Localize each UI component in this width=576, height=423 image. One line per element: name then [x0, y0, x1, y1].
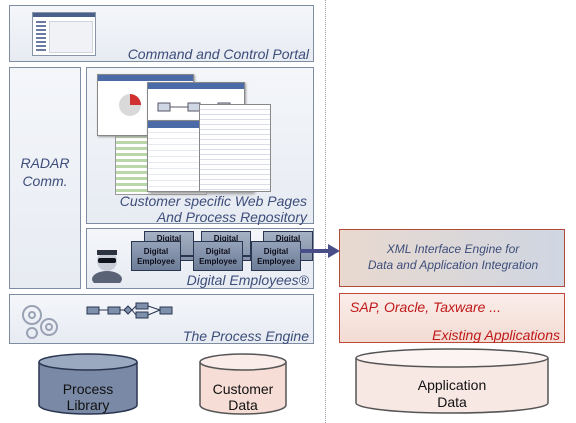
- radar-label-line1: RADAR: [20, 155, 70, 171]
- application-data-db: [355, 348, 549, 414]
- agent-avatar-icon: [92, 250, 122, 283]
- web-pages-panel: Customer specific Web Pages And Process …: [86, 67, 314, 225]
- integration-arrow: [300, 244, 340, 258]
- process-library-db: [38, 353, 138, 415]
- existing-apps-panel: SAP, Oracle, Taxware ... Existing Applic…: [339, 293, 565, 343]
- gears-icon: [22, 305, 58, 339]
- command-control-panel: Command and Control Portal: [9, 5, 314, 62]
- process-engine-panel: The Process Engine: [9, 294, 314, 344]
- digital-employees-label: Digital Employees®: [186, 272, 309, 288]
- process-engine-label: The Process Engine: [182, 328, 309, 344]
- portal-thumbnail: [32, 12, 96, 56]
- process-flow-icon: [86, 302, 173, 319]
- employee-connectors: [181, 255, 251, 257]
- command-control-label: Command and Control Portal: [127, 46, 309, 62]
- webpage-screenshot-table: [199, 104, 271, 192]
- radar-panel: RADAR Comm.: [9, 67, 81, 289]
- radar-label-line2: Comm.: [22, 173, 68, 189]
- xml-engine-label-line1: XML Interface Engine for: [386, 242, 520, 256]
- existing-apps-list: SAP, Oracle, Taxware ...: [350, 299, 501, 315]
- column-divider: [325, 0, 326, 423]
- web-pages-label-line1: Customer specific Web Pages: [119, 193, 307, 209]
- customer-data-db: [199, 353, 287, 415]
- existing-apps-label: Existing Applications: [432, 327, 560, 343]
- xml-engine-panel: XML Interface Engine for Data and Applic…: [339, 229, 565, 287]
- web-pages-label-line2: And Process Repository: [156, 209, 307, 225]
- xml-engine-label-line2: Data and Application Integration: [367, 258, 539, 272]
